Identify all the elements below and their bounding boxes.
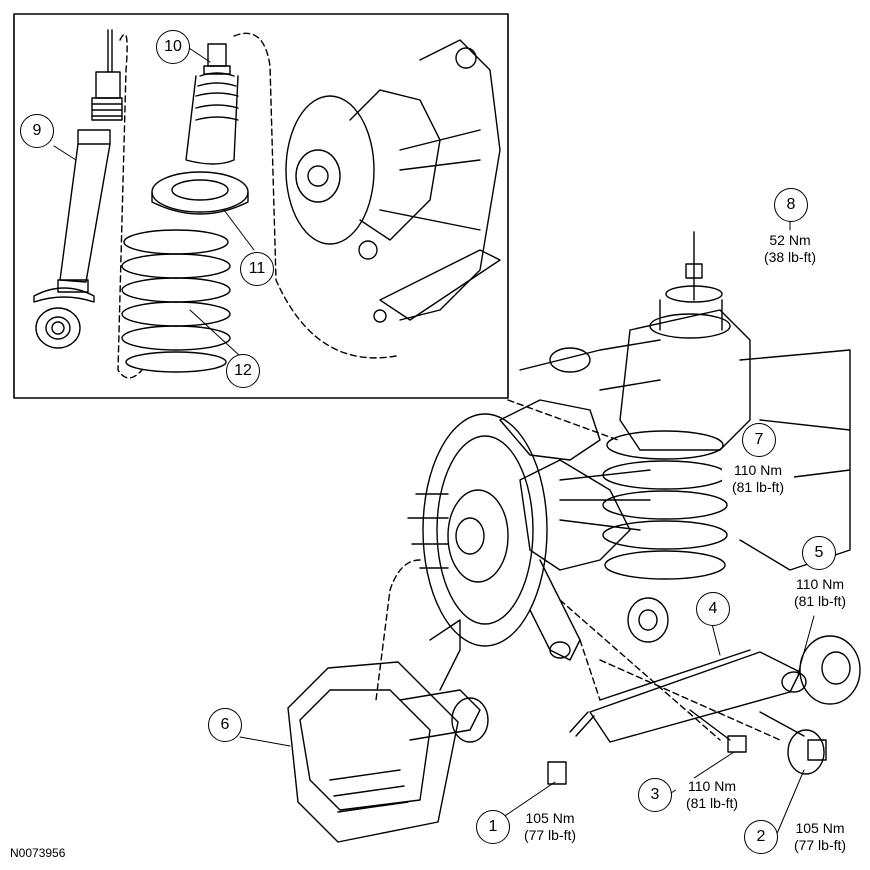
bolt-2 [759,711,827,775]
callout-3: 3 [638,778,672,812]
callout-11: 11 [240,252,274,286]
figure-id: N0073956 [10,846,66,860]
callout-1: 1 [476,810,510,844]
main-coil-spring [602,430,728,580]
torque-lbft-7: (81 lb-ft) [731,479,785,495]
bolt-3 [689,709,747,753]
callout-6: 6 [208,708,242,742]
subframe [519,339,861,705]
torque-nm-8: 52 Nm [769,232,811,248]
torque-spec-2: 105 Nm (77 lb-ft) [784,820,856,854]
strut-tower [619,231,751,451]
torque-lbft-3: (81 lb-ft) [685,795,739,811]
coil-spring [121,229,231,373]
callout-4: 4 [696,592,730,626]
torque-lbft-5: (81 lb-ft) [793,593,847,609]
torque-spec-7: 110 Nm (81 lb-ft) [722,462,794,496]
lower-control-arm [589,597,807,743]
guide-lines [375,399,781,741]
torque-spec-8: 52 Nm (38 lb-ft) [762,232,818,266]
callout-2: 2 [744,820,778,854]
torque-nm-2: 105 Nm [795,820,845,836]
dust-boot [185,43,239,165]
torque-nm-1: 105 Nm [525,810,575,826]
torque-nm-3: 110 Nm [688,778,736,794]
torque-nm-5: 110 Nm [796,576,844,592]
torque-spec-3: 110 Nm (81 lb-ft) [676,778,748,812]
torque-lbft-1: (77 lb-ft) [523,827,577,843]
brake-rotor [407,413,548,647]
torque-lbft-8: (38 lb-ft) [763,249,817,265]
callout-10: 10 [156,30,190,64]
callout-7: 7 [742,423,776,457]
assembly-path-line [233,32,397,359]
torque-lbft-2: (77 lb-ft) [793,837,847,853]
exploded-inset-frame [13,13,509,399]
callout-12: 12 [226,354,260,388]
callout-8: 8 [774,188,808,222]
callout-9: 9 [20,114,54,148]
callout-5: 5 [802,536,836,570]
torque-spec-1: 105 Nm (77 lb-ft) [514,810,586,844]
torque-nm-7: 110 Nm [734,462,782,478]
brake-caliper [287,619,489,843]
spring-upper-seat [151,171,249,215]
torque-spec-5: 110 Nm (81 lb-ft) [784,576,856,610]
knuckle-and-halfshaft [499,399,651,661]
shock-absorber [33,29,123,349]
bolt-1 [547,711,595,785]
assembly-path-line [117,33,143,379]
inset-knuckle-assembly [285,39,501,323]
